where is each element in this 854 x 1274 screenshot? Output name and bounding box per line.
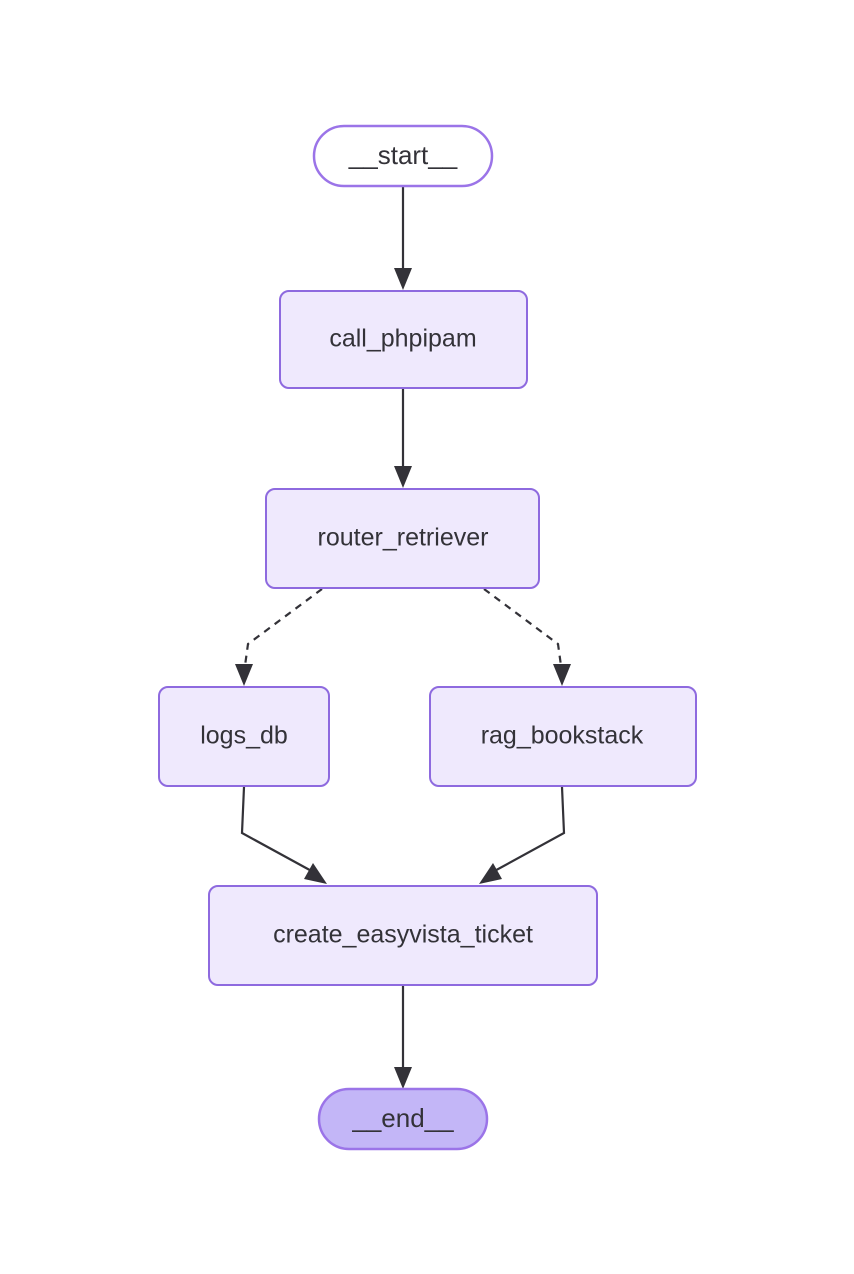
node-router-retriever-label: router_retriever (318, 524, 489, 552)
edge-path (488, 786, 566, 875)
edge-call-phpipam-to-router-retriever (394, 389, 412, 488)
edge-logs-db-to-create-easyvista-ticket (240, 786, 327, 884)
node-router-retriever[interactable]: router_retriever (265, 488, 540, 589)
edge-path (242, 588, 323, 674)
node-end[interactable]: __end__ (317, 1087, 489, 1151)
arrow-head-icon (394, 466, 412, 488)
edge-router-retriever-to-logs-db (235, 588, 323, 686)
node-logs-db-shape[interactable] (158, 686, 330, 787)
node-logs-db-label: logs_db (200, 722, 288, 750)
node-end-shape[interactable] (317, 1087, 489, 1151)
arrow-head-icon (479, 863, 502, 884)
node-router-retriever-shape[interactable] (265, 488, 540, 589)
arrow-head-icon (394, 1067, 412, 1089)
node-start[interactable]: __start__ (312, 124, 494, 188)
arrow-head-icon (394, 268, 412, 290)
node-end-label: __end__ (351, 1103, 454, 1133)
node-call-phpipam-shape[interactable] (279, 290, 528, 389)
node-create-easyvista-ticket-shape[interactable] (208, 885, 598, 986)
node-rag-bookstack[interactable]: rag_bookstack (429, 686, 697, 787)
edge-rag-bookstack-to-create-easyvista-ticket (479, 786, 566, 884)
arrow-head-icon (553, 664, 571, 686)
edge-layer (235, 187, 571, 1089)
edge-router-retriever-to-rag-bookstack (483, 588, 571, 686)
node-start-shape[interactable] (312, 124, 494, 188)
edge-path (483, 588, 564, 674)
node-create-easyvista-ticket-label: create_easyvista_ticket (273, 921, 533, 949)
edge-create-easyvista-ticket-to-end (394, 986, 412, 1089)
arrow-head-icon (235, 664, 253, 686)
node-rag-bookstack-shape[interactable] (429, 686, 697, 787)
node-logs-db[interactable]: logs_db (158, 686, 330, 787)
node-call-phpipam-label: call_phpipam (329, 325, 476, 353)
node-start-label: __start__ (348, 140, 458, 170)
node-call-phpipam[interactable]: call_phpipam (279, 290, 528, 389)
edge-start-to-call-phpipam (394, 187, 412, 290)
node-layer: __start__ call_phpipam router_retriever … (158, 124, 697, 1151)
edge-path (240, 786, 318, 875)
node-rag-bookstack-label: rag_bookstack (481, 722, 644, 750)
arrow-head-icon (304, 863, 327, 884)
node-create-easyvista-ticket[interactable]: create_easyvista_ticket (208, 885, 598, 986)
